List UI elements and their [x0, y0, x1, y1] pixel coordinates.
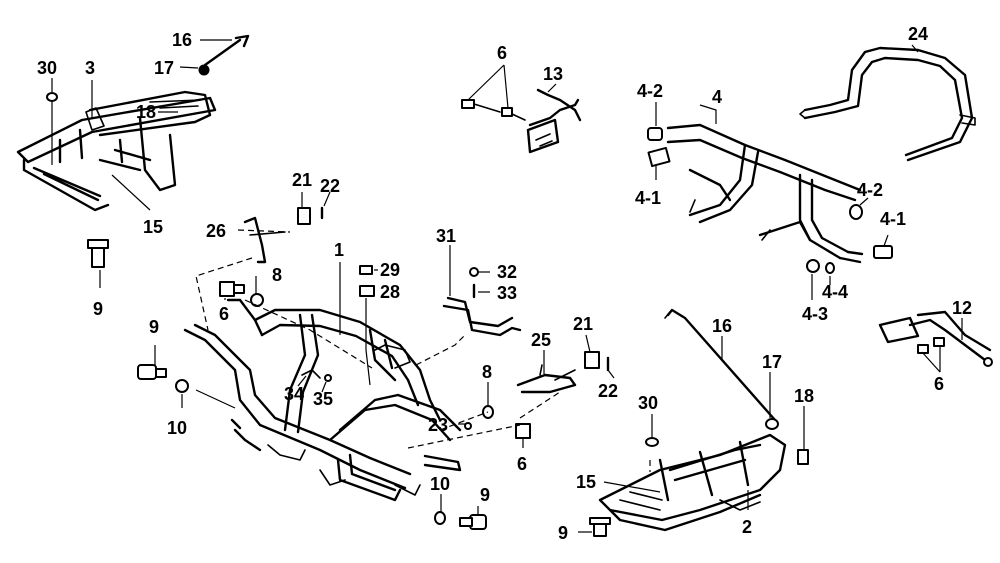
- part-9-bolt-left: [87, 239, 109, 268]
- callout-32: 32: [497, 262, 517, 282]
- callout-33: 33: [497, 283, 517, 303]
- callout-4: 4: [712, 87, 722, 107]
- part-9-bolt-frame-left: [137, 364, 167, 380]
- callout-6-right: 6: [934, 374, 944, 394]
- callout-3: 3: [85, 58, 95, 78]
- callout-15-right: 15: [576, 472, 596, 492]
- callout-4-1-left: 4-1: [635, 188, 661, 208]
- part-4-1-cap-b: [873, 245, 893, 259]
- callout-6-left: 6: [219, 304, 229, 324]
- part-4-4-washer: [825, 262, 835, 274]
- callout-6-center: 6: [517, 454, 527, 474]
- part-1-main-frame: [183, 298, 462, 502]
- callout-10-bottom: 10: [430, 474, 450, 494]
- part-4-2-cap-b: [849, 204, 863, 220]
- callout-4-2-top: 4-2: [637, 81, 663, 101]
- callout-8-center: 8: [482, 362, 492, 382]
- callout-8-left: 8: [272, 265, 282, 285]
- part-13-bracket: [526, 88, 582, 154]
- callout-labels: 16 17 30 3 18 15 9 6 13 4-2 4 4-1 4-2 4-…: [37, 24, 972, 543]
- callout-23: 23: [428, 415, 448, 435]
- part-29-pin: [359, 265, 373, 275]
- part-4-1-cap-a: [647, 146, 671, 168]
- part-16-rod-right: [664, 308, 777, 422]
- callout-9-left: 9: [93, 299, 103, 319]
- callout-31: 31: [436, 226, 456, 246]
- callout-18-right: 18: [794, 386, 814, 406]
- part-18-bolt-right: [797, 449, 809, 465]
- leader-lines: [51, 39, 963, 533]
- part-24-grab-bar: [799, 46, 976, 162]
- part-23-pin: [464, 422, 472, 430]
- callout-21-top: 21: [292, 170, 312, 190]
- part-25-bracket: [516, 364, 577, 394]
- part-21-clip-right: [584, 351, 600, 369]
- part-21-clip-top: [297, 207, 311, 225]
- callout-1: 1: [334, 240, 344, 260]
- callout-4-3: 4-3: [802, 304, 828, 324]
- callout-17-top: 17: [154, 58, 174, 78]
- callout-6-top: 6: [497, 43, 507, 63]
- callout-21-right: 21: [573, 314, 593, 334]
- callout-9-bottom-right: 9: [558, 523, 568, 543]
- callout-2: 2: [742, 517, 752, 537]
- part-3-seat-bracket: [16, 90, 217, 212]
- callout-34: 34: [284, 384, 304, 404]
- callout-4-2-right: 4-2: [857, 180, 883, 200]
- callout-4-1-right: 4-1: [880, 209, 906, 229]
- part-4-rear-frame: [666, 123, 864, 264]
- callout-22-right: 22: [598, 381, 618, 401]
- part-30-washer-right: [645, 437, 659, 447]
- part-8-washer-left: [250, 293, 264, 307]
- callout-16-right: 16: [712, 316, 732, 336]
- callout-12: 12: [952, 298, 972, 318]
- part-26-clip: [243, 216, 286, 264]
- part-31-bracket: [442, 296, 522, 337]
- callout-10-left: 10: [167, 418, 187, 438]
- callout-28: 28: [380, 282, 400, 302]
- part-30-washer-top: [46, 92, 58, 102]
- part-2-seat-bracket: [598, 433, 787, 532]
- part-4-3-nut: [806, 259, 820, 273]
- callout-26: 26: [206, 221, 226, 241]
- part-17-nut-right: [765, 418, 779, 430]
- callout-16-top: 16: [172, 30, 192, 50]
- part-28-pad: [359, 285, 375, 297]
- callout-13: 13: [543, 64, 563, 84]
- part-6-bolts-top: [461, 99, 526, 121]
- callout-18-top: 18: [136, 102, 156, 122]
- callout-9-bottom: 9: [480, 485, 490, 505]
- callout-17-right: 17: [762, 352, 782, 372]
- part-12-bracket: [878, 310, 993, 367]
- callout-15-top: 15: [143, 217, 163, 237]
- part-6-bolt-center: [515, 423, 531, 439]
- callout-29: 29: [380, 260, 400, 280]
- part-32-bolt: [469, 267, 479, 277]
- callout-9-frame: 9: [149, 317, 159, 337]
- callout-4-4: 4-4: [822, 282, 848, 302]
- callout-30-top: 30: [37, 58, 57, 78]
- callout-24: 24: [908, 24, 928, 44]
- part-9-bolt-bottom: [459, 514, 487, 530]
- part-34-clip: [301, 369, 321, 379]
- part-4-2-cap-a: [647, 127, 663, 141]
- callout-30-right: 30: [638, 393, 658, 413]
- part-10-washer-bottom: [434, 511, 446, 525]
- part-35-screw: [324, 374, 332, 382]
- callout-25: 25: [531, 330, 551, 350]
- part-9-bolt-bottom-right: [589, 517, 611, 537]
- part-6-bolt-frame: [219, 281, 245, 297]
- callout-22-top: 22: [320, 176, 340, 196]
- part-10-washer-left: [175, 379, 189, 393]
- part-16-rod-top: [198, 34, 250, 76]
- callout-35: 35: [313, 389, 333, 409]
